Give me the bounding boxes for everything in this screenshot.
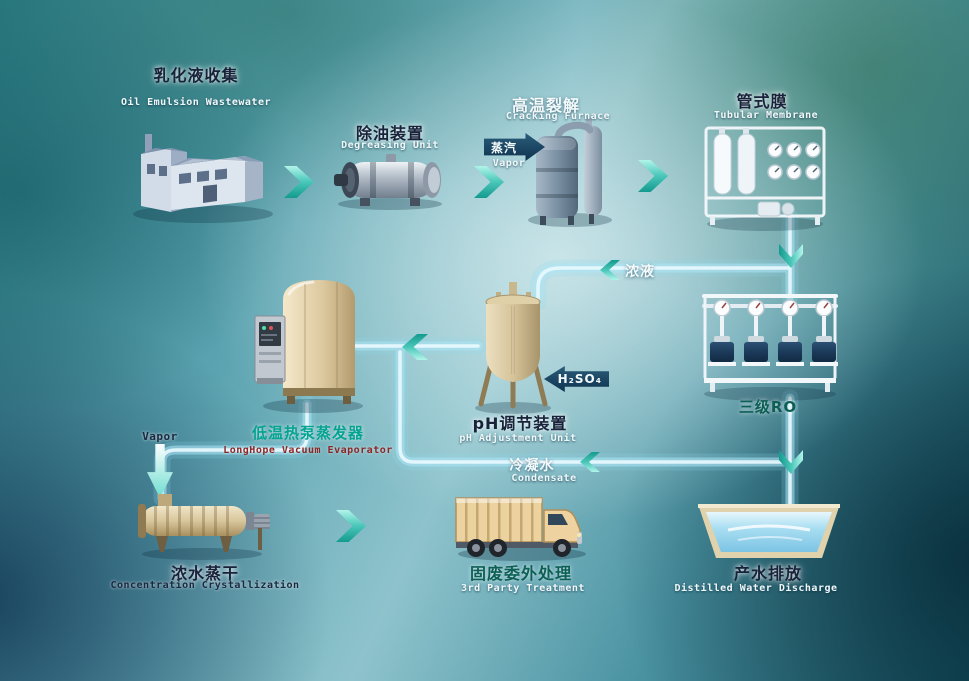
ro-system-illustration — [698, 286, 842, 402]
membrane-label-en: Tubular Membrane — [713, 110, 819, 121]
concentrate-label: 浓液 — [625, 264, 655, 280]
degreaser-label-en: Degreasing Unit — [341, 140, 439, 151]
truck-label-zh: 固废委外处理 — [469, 564, 573, 583]
factory-illustration — [125, 108, 275, 226]
pool-label-zh: 产水排放 — [733, 564, 803, 583]
condensate-label-zh: 冷凝水 — [509, 458, 555, 474]
degreaser-label-zh: 除油装置 — [355, 124, 425, 143]
dryer-label-zh: 浓水蒸干 — [170, 564, 240, 583]
truck-label-en: 3rd Party Treatment — [461, 583, 585, 594]
dryer-illustration — [136, 490, 276, 562]
ph-label-en: pH Adjustment Unit — [459, 433, 577, 444]
factory-label-en: Oil Emulsion Wastewater — [121, 97, 271, 108]
condensate-label-en: Condensate — [511, 473, 577, 484]
membrane-label-zh: 管式膜 — [736, 92, 788, 111]
vapor-to-dryer-label: Vapor — [142, 430, 178, 443]
truck-illustration — [452, 490, 592, 564]
cracking-furnace-illustration — [520, 116, 620, 228]
acid-label: H₂SO₄ — [557, 372, 602, 386]
evaporator-label-zh: 低温热泵蒸发器 — [251, 424, 365, 442]
evaporator-label-en: LongHope Vacuum Evaporator — [223, 445, 393, 456]
ro-label-zh: 三级RO — [738, 398, 798, 416]
pool-label-en: Distilled Water Discharge — [674, 583, 838, 594]
ph-reactor-illustration — [468, 282, 558, 416]
steam-label-zh: 蒸汽 — [491, 140, 518, 155]
ph-label-zh: pH调节装置 — [472, 414, 568, 433]
furnace-label-en: Cracking Furnace — [505, 111, 611, 122]
factory-label-zh: 乳化液收集 — [153, 66, 239, 85]
dryer-label-en: Concentration Crystallization — [110, 580, 300, 591]
discharge-pool-illustration — [698, 500, 840, 562]
evaporator-illustration — [253, 270, 363, 414]
degreaser-illustration — [330, 150, 450, 212]
furnace-label-zh: 高温裂解 — [511, 96, 581, 115]
steam-label-en: Vapor — [492, 158, 526, 169]
tubular-membrane-illustration — [700, 120, 830, 232]
